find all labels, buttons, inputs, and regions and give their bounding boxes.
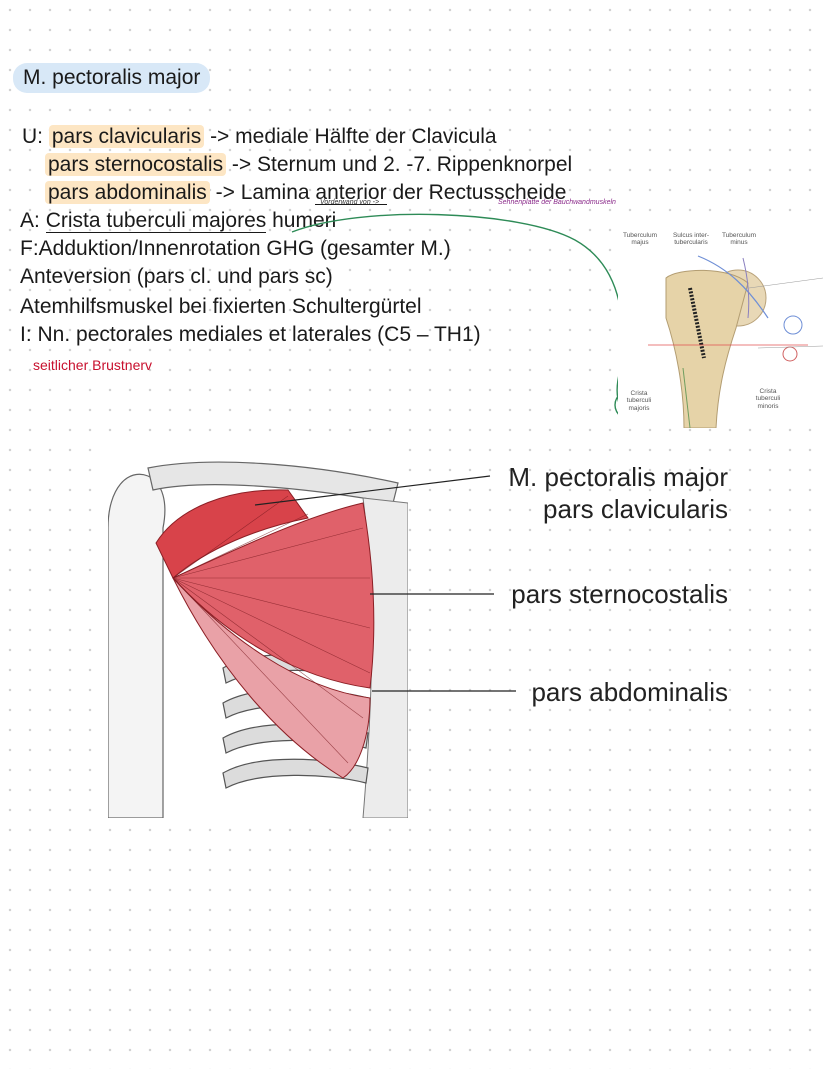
- insertion-line: A: Crista tuberculi majores humeri: [20, 209, 337, 233]
- label-muscle-title: M. pectoralis major: [508, 462, 728, 492]
- origin-line-1-text: -> mediale Hälfte der Clavicula: [204, 125, 497, 148]
- label-pars-abdominalis: pars abdominalis: [531, 677, 728, 707]
- page-title: M. pectoralis major: [13, 63, 211, 93]
- humerus-figure: Tuberculum majus Sulcus inter-tubercular…: [618, 228, 824, 429]
- insertion-underlined: Crista tuberculi majores: [45, 209, 267, 233]
- insertion-prefix: A:: [20, 209, 46, 232]
- origin-line-3: pars abdominalis -> Lamina anterior der …: [45, 181, 567, 205]
- origin-line-2-text: -> Sternum und 2. -7. Rippenknorpel: [226, 153, 573, 176]
- annotation-sehnenplatte: Sehnenplatte der Bauchwandmuskeln: [498, 199, 616, 206]
- label-tuberculum-majus: Tuberculum majus: [622, 232, 658, 247]
- term-pars-abdominalis: pars abdominalis: [45, 181, 210, 204]
- annotation-vorderwand: Vorderwand von ->: [320, 199, 380, 206]
- label-crista-tuberculi-minoris: Crista tuberculi minoris: [755, 388, 781, 410]
- term-pars-sternocostalis: pars sternocostalis: [45, 153, 227, 176]
- label-pars-clavicularis: pars clavicularis: [543, 494, 728, 524]
- pectoralis-figure: [107, 448, 409, 819]
- origin-line-2: pars sternocostalis -> Sternum und 2. -7…: [45, 153, 573, 176]
- function-line-1: F:Adduktion/Innenrotation GHG (gesamter …: [20, 237, 451, 260]
- origin-line-3-text-a: -> Lamina: [209, 181, 316, 204]
- origin-line-1: U: pars clavicularis -> mediale Hälfte d…: [22, 125, 497, 148]
- origin-line-3-underlined: anterior: [315, 181, 387, 205]
- innervation-line: I: Nn. pectorales mediales et laterales …: [20, 323, 481, 346]
- humerus-drawing: [618, 228, 824, 429]
- label-pars-sternocostalis: pars sternocostalis: [511, 579, 728, 609]
- insertion-rest: humeri: [266, 209, 337, 232]
- label-sulcus-intertubercularis: Sulcus inter-tubercularis: [672, 232, 710, 247]
- label-crista-tuberculi-majoris: Crista tuberculi majoris: [626, 390, 652, 412]
- function-line-3: Atemhilfsmuskel bei fixierten Schultergü…: [20, 295, 422, 318]
- pectoralis-drawing: [107, 448, 409, 819]
- label-tuberculum-minus: Tuberculum minus: [721, 232, 757, 247]
- origin-prefix: U:: [22, 125, 43, 148]
- annotation-red-note: seitlicher Brustnerv: [33, 357, 153, 373]
- origin-line-3-text-c: der Rectusscheide: [386, 181, 567, 204]
- term-pars-clavicularis: pars clavicularis: [48, 125, 205, 148]
- function-line-2: Anteversion (pars cl. und pars sc): [20, 265, 333, 288]
- title-highlight: M. pectoralis major: [13, 63, 211, 93]
